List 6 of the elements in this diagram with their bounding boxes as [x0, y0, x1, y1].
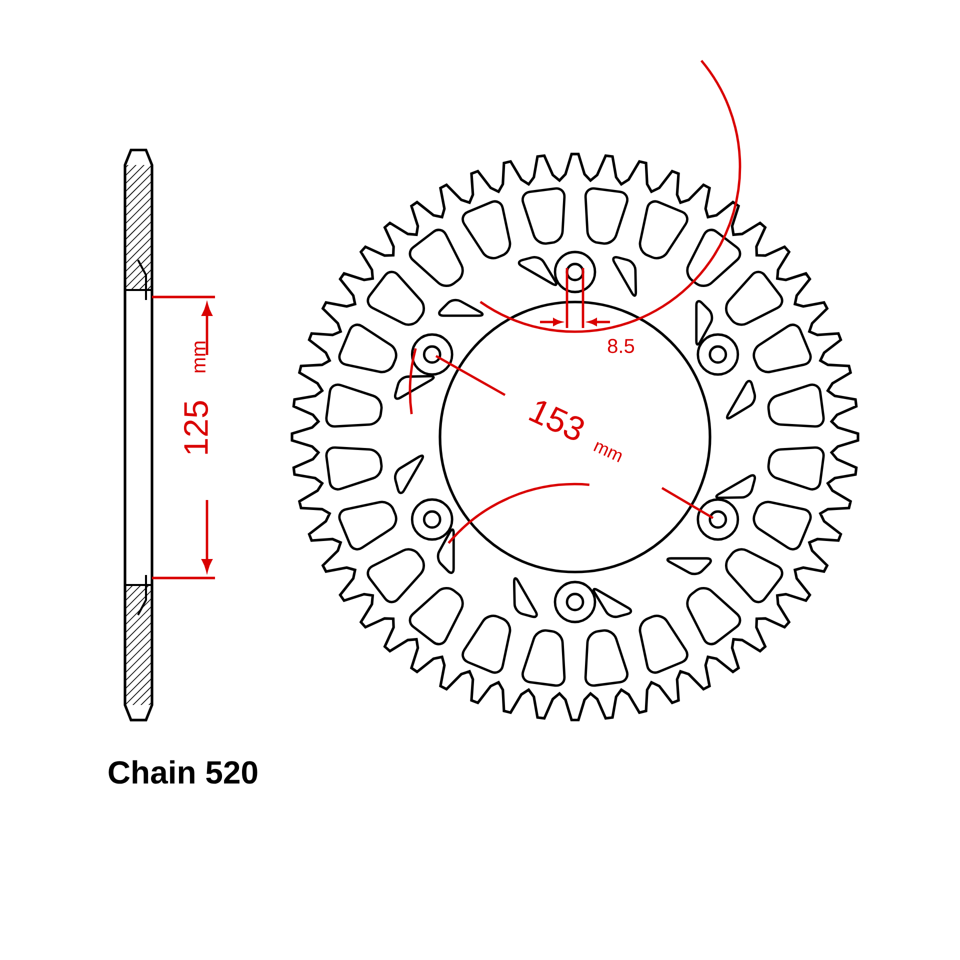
dimension-label: mm — [594, 442, 622, 462]
dimension-label: 8.5 — [608, 338, 634, 354]
dimension-label: 125 — [184, 401, 208, 454]
chain-label: Chain 520 — [108, 760, 258, 784]
dimension-label: 153 — [528, 401, 584, 440]
dimension-label: mm — [194, 342, 206, 372]
